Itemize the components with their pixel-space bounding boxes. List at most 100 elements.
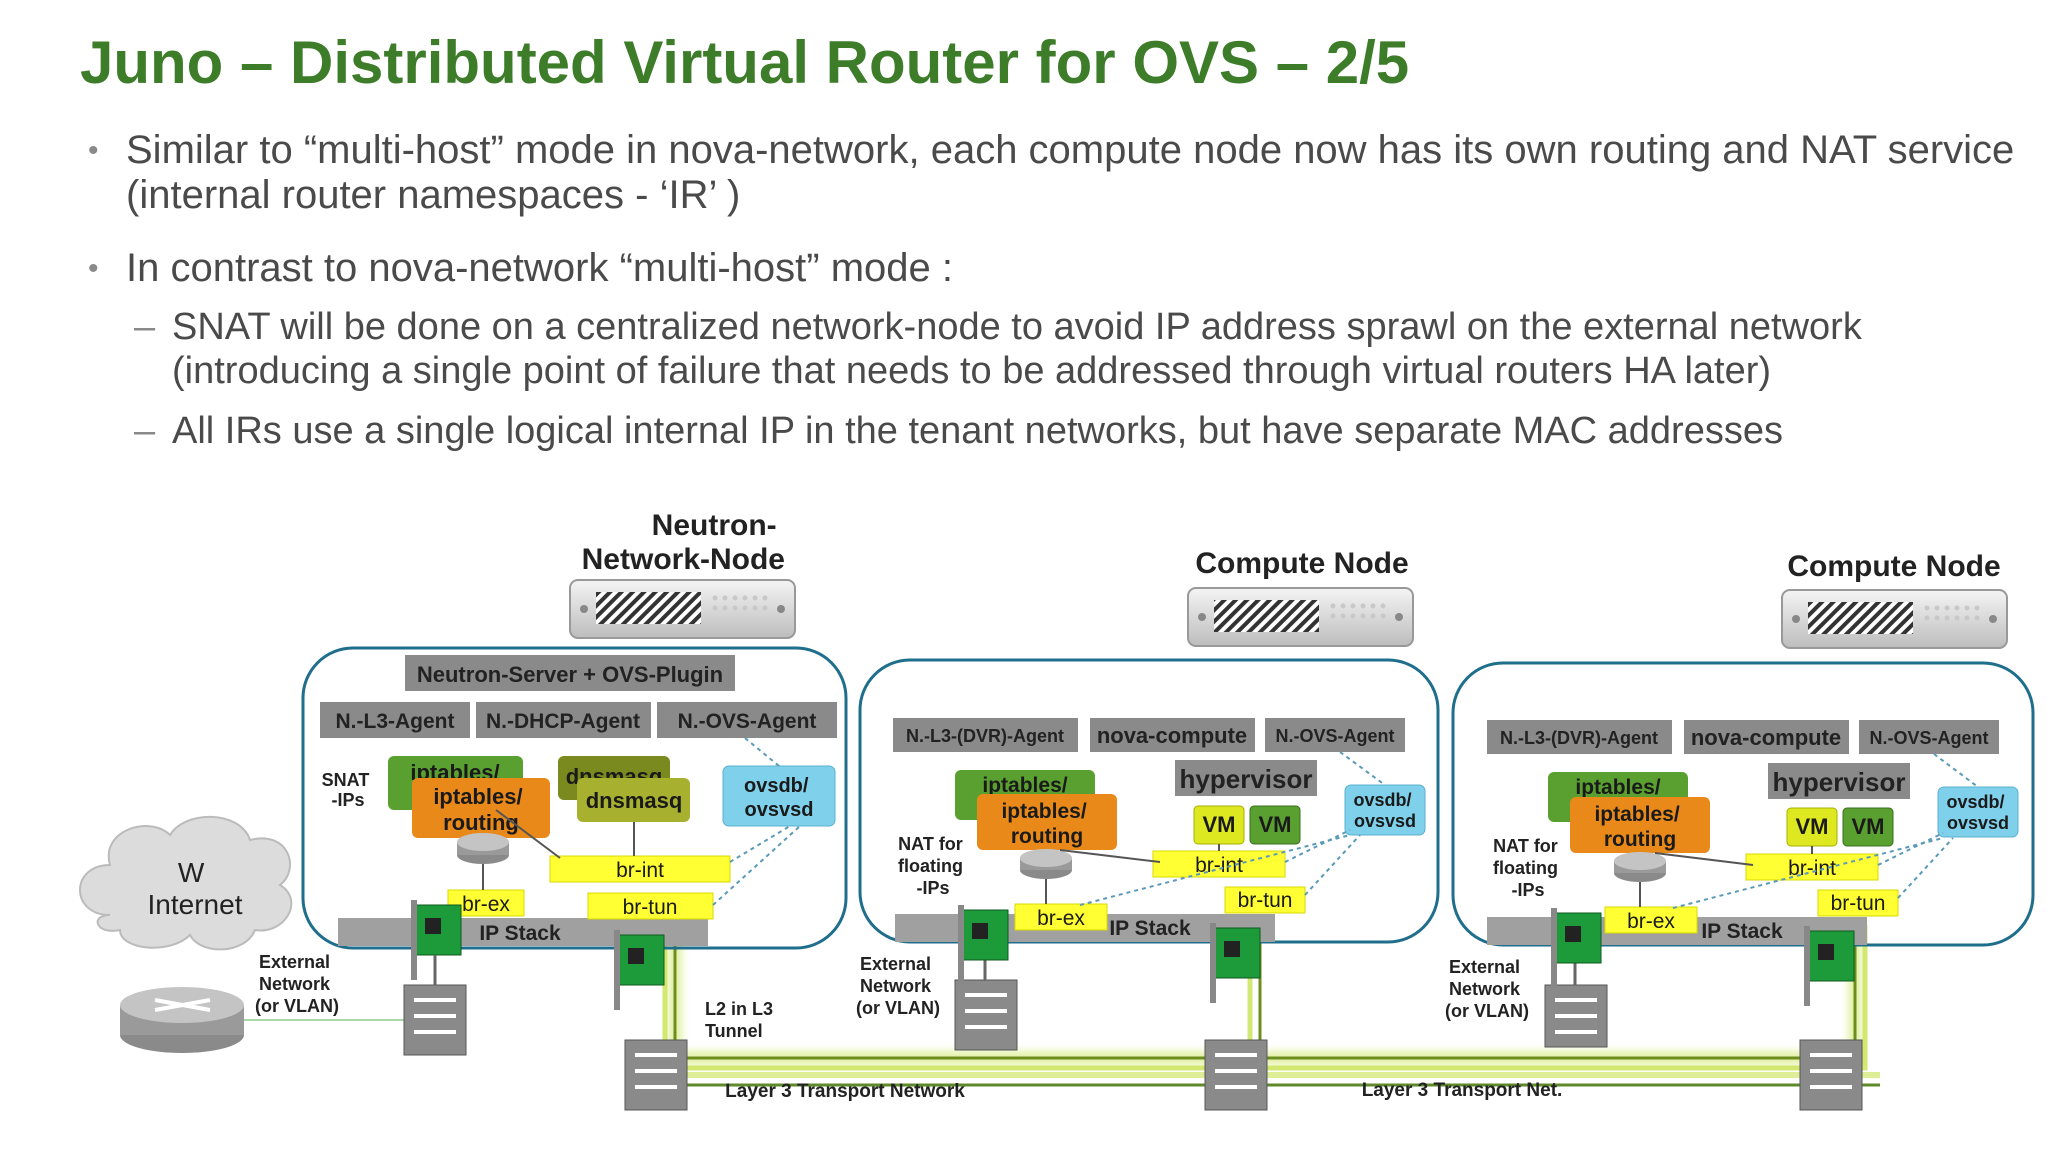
compute-node-title: Compute Node bbox=[1195, 547, 1408, 580]
ip-stack-label: IP Stack bbox=[479, 922, 561, 945]
br-ex-label: br-ex bbox=[1037, 907, 1085, 930]
compute-node-title: Compute Node bbox=[1787, 550, 2000, 583]
agent-label: N.-OVS-Agent bbox=[678, 710, 817, 733]
external-router bbox=[120, 987, 244, 1053]
svg-text:NAT for floating -: NAT for floating -IPs bbox=[898, 834, 968, 898]
nic-icon bbox=[1551, 908, 1602, 988]
svg-text:iptables/ routing: iptables/ routing bbox=[433, 784, 528, 835]
switch-icon bbox=[954, 979, 1018, 1051]
svg-text:External Network (or V: External Network (or VLAN) bbox=[255, 952, 339, 1016]
snat-label: SNAT bbox=[322, 770, 370, 790]
switch-icon bbox=[1799, 1039, 1863, 1111]
vm-label: VM bbox=[1852, 814, 1885, 839]
ovsdb-label: ovsdb/ bbox=[744, 775, 809, 797]
svg-text:SNAT -IPs: SNAT -IPs bbox=[322, 770, 375, 810]
dvr-architecture-diagram: W Internet Neutron- Network-Node Neutron… bbox=[0, 480, 2048, 1152]
compute-node: Compute Node N.-L3-(DVR)-Agent nova-comp… bbox=[1451, 550, 2035, 1006]
nic-icon bbox=[958, 905, 1009, 985]
bullet-text: Similar to “multi-host” mode in nova-net… bbox=[126, 128, 2015, 217]
svg-text:ovsdb/ ovsvsd: ovsdb/ ovsvsd bbox=[1946, 792, 2009, 833]
vm-label: VM bbox=[1796, 814, 1829, 839]
iptables-back-label: iptables/ bbox=[982, 774, 1067, 797]
tunnel-label: L2 in L3 bbox=[705, 999, 773, 1019]
bullet-list: • Similar to “multi-host” mode in nova-n… bbox=[84, 128, 2024, 469]
nic-icon bbox=[411, 900, 462, 980]
agent-label: nova-compute bbox=[1097, 723, 1247, 748]
external-network-label: External bbox=[1449, 957, 1520, 977]
agent-label: N.-L3-(DVR)-Agent bbox=[906, 726, 1064, 746]
server-icon bbox=[569, 579, 796, 639]
transport-network-label: Layer 3 Transport Network bbox=[725, 1081, 965, 1102]
agent-label: N.-OVS-Agent bbox=[1276, 726, 1395, 746]
vm-label: VM bbox=[1259, 812, 1292, 837]
br-tun-label: br-tun bbox=[623, 896, 678, 919]
nic-icon bbox=[1210, 923, 1261, 1003]
nat-label: NAT for bbox=[898, 834, 963, 854]
routing-label: iptables/ bbox=[433, 784, 522, 809]
svg-text:iptables/ routing: iptables/ routing bbox=[1001, 800, 1092, 848]
svg-text:Neutron- Network-Node: Neutron- Network-Node bbox=[582, 509, 785, 576]
router-namespace-icon bbox=[1614, 852, 1666, 882]
bullet-dot-icon: • bbox=[88, 252, 99, 285]
iptables-back-label: iptables/ bbox=[1575, 776, 1660, 799]
hypervisor-label: hypervisor bbox=[1773, 767, 1906, 797]
switch-icon bbox=[1544, 984, 1608, 1048]
svg-text:L2 in L3 Tunnel: L2 in L3 Tunnel bbox=[705, 999, 778, 1041]
routing-label: iptables/ bbox=[1594, 803, 1679, 826]
ip-stack-label: IP Stack bbox=[1109, 917, 1191, 940]
transport-network-label: Layer 3 Transport Net. bbox=[1362, 1080, 1563, 1101]
network-node: Neutron- Network-Node Neutron-Server + O… bbox=[301, 509, 848, 1010]
external-network-label: External bbox=[860, 954, 931, 974]
bullet-item: • Similar to “multi-host” mode in nova-n… bbox=[84, 128, 2024, 218]
switch-icon bbox=[1204, 1039, 1268, 1111]
agent-label: nova-compute bbox=[1691, 725, 1841, 750]
sub-bullet-item: – All IRs use a single logical internal … bbox=[84, 409, 2024, 453]
svg-text:NAT for floating -: NAT for floating -IPs bbox=[1493, 836, 1563, 900]
server-icon bbox=[1781, 589, 2008, 649]
vm-label: VM bbox=[1203, 812, 1236, 837]
ovsdb-label: ovsdb/ bbox=[1353, 790, 1411, 810]
bullet-text: In contrast to nova-network “multi-host”… bbox=[126, 246, 953, 290]
router-namespace-icon bbox=[1020, 849, 1072, 879]
br-tun-label: br-tun bbox=[1238, 889, 1293, 912]
switch-icon bbox=[624, 1039, 688, 1111]
sub-bullet-text: SNAT will be done on a centralized netwo… bbox=[172, 306, 1862, 392]
ip-stack-label: IP Stack bbox=[1701, 920, 1783, 943]
svg-text:iptables/ routing: iptables/ routing bbox=[1594, 803, 1685, 851]
wan-label-line: Internet bbox=[148, 889, 243, 920]
dash-icon: – bbox=[134, 410, 156, 452]
bullet-dot-icon: • bbox=[88, 134, 99, 167]
br-ex-label: br-ex bbox=[462, 893, 510, 916]
agent-label: N.-OVS-Agent bbox=[1870, 728, 1989, 748]
compute-node: Compute Node N.-L3-(DVR)-Agent nova-comp… bbox=[858, 547, 1440, 1003]
br-int-label: br-int bbox=[616, 859, 664, 882]
svg-text:W Internet: W Internet bbox=[148, 857, 243, 920]
routing-label: iptables/ bbox=[1001, 800, 1086, 823]
dnsmasq-label: dnsmasq bbox=[586, 788, 683, 813]
svg-text:ovsdb/ ovsvsd: ovsdb/ ovsvsd bbox=[744, 775, 814, 821]
ovsdb-label: ovsdb/ bbox=[1946, 792, 2004, 812]
sub-bullet-item: – SNAT will be done on a centralized net… bbox=[84, 305, 2024, 393]
nic-icon bbox=[614, 930, 665, 1010]
nic-icon bbox=[1804, 926, 1855, 1006]
svg-text:External Network (or V: External Network (or VLAN) bbox=[1445, 957, 1529, 1021]
external-network-label: External bbox=[259, 952, 330, 972]
wan-internet-cloud: W Internet bbox=[79, 815, 293, 951]
bullet-item: • In contrast to nova-network “multi-hos… bbox=[84, 246, 2024, 291]
br-ex-label: br-ex bbox=[1627, 910, 1675, 933]
switch-icon bbox=[403, 984, 467, 1056]
network-node-title: Neutron- bbox=[652, 509, 777, 542]
router-namespace-icon bbox=[457, 833, 509, 864]
svg-text:External Network (or V: External Network (or VLAN) bbox=[856, 954, 940, 1018]
wan-label-line: W bbox=[178, 857, 205, 888]
svg-text:ovsdb/ ovsvsd: ovsdb/ ovsvsd bbox=[1353, 790, 1416, 831]
dash-icon: – bbox=[134, 306, 156, 348]
br-tun-label: br-tun bbox=[1831, 892, 1886, 915]
hypervisor-label: hypervisor bbox=[1180, 764, 1313, 794]
nat-label: NAT for bbox=[1493, 836, 1558, 856]
agent-label: N.-L3-(DVR)-Agent bbox=[1500, 728, 1658, 748]
neutron-server-label: Neutron-Server + OVS-Plugin bbox=[417, 662, 723, 687]
slide-title: Juno – Distributed Virtual Router for OV… bbox=[80, 29, 1410, 96]
agent-label: N.-L3-Agent bbox=[336, 710, 455, 733]
sub-bullet-text: All IRs use a single logical internal IP… bbox=[172, 410, 1783, 452]
